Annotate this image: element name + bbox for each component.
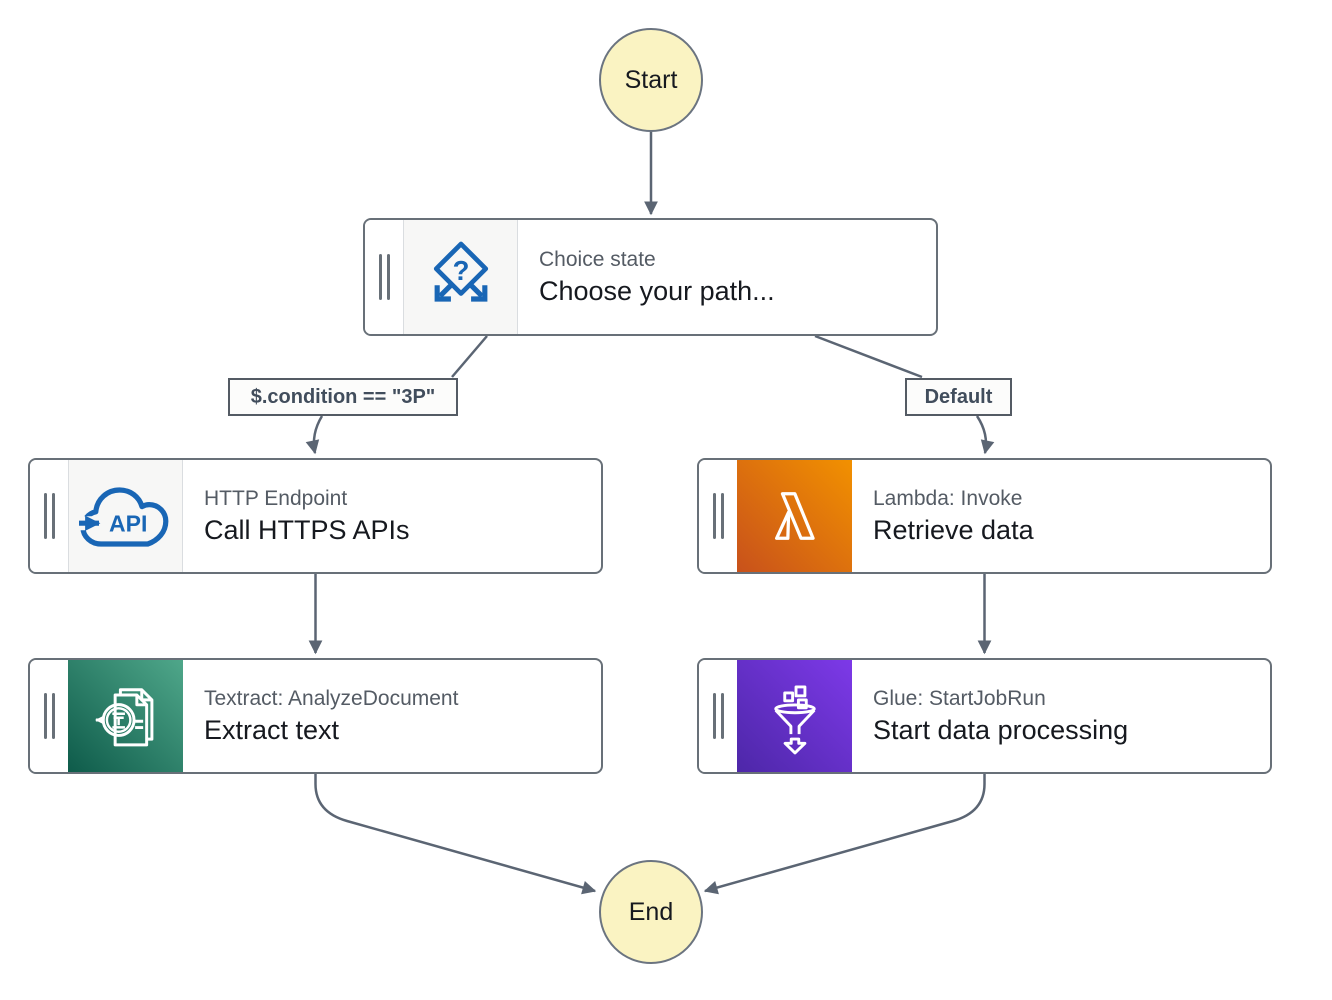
node-http-endpoint[interactable]: API HTTP Endpoint Call HTTPS APIs	[28, 458, 603, 574]
edge-default-to-lambda	[975, 415, 995, 455]
edge-glue-to-end	[703, 774, 986, 895]
edge-label-default[interactable]: Default	[905, 378, 1012, 416]
drag-handle[interactable]	[30, 460, 68, 572]
node-name: Start data processing	[873, 714, 1129, 745]
node-choice-state[interactable]: ? Choice state Choose your path...	[363, 218, 938, 336]
api-cloud-icon-text: API	[109, 511, 147, 537]
node-title: Textract: AnalyzeDocument	[204, 686, 459, 710]
choice-branch-icon: ?	[403, 220, 518, 334]
edge-choice-to-condition-label	[451, 335, 488, 378]
start-label: Start	[624, 65, 678, 94]
node-glue-start-job-run[interactable]: Glue: StartJobRun Start data processing	[697, 658, 1272, 774]
drag-handle[interactable]	[30, 660, 68, 772]
node-name: Call HTTPS APIs	[204, 514, 410, 545]
choice-question-glyph: ?	[452, 255, 469, 286]
edge-label-condition[interactable]: $.condition == "3P"	[228, 378, 458, 416]
node-name: Choose your path...	[539, 275, 775, 306]
node-title: Glue: StartJobRun	[873, 686, 1046, 710]
edge-label-default-text: Default	[924, 385, 993, 408]
node-textract-analyze-document[interactable]: Textract: AnalyzeDocument Extract text	[28, 658, 603, 774]
drag-handle[interactable]	[699, 460, 737, 572]
edge-condition-to-http	[305, 415, 324, 455]
edge-textract-to-end	[314, 774, 597, 895]
start-terminal: Start	[599, 28, 703, 132]
glue-funnel-icon	[737, 660, 852, 772]
lambda-icon	[737, 460, 852, 572]
drag-handle[interactable]	[365, 220, 403, 334]
end-terminal: End	[599, 860, 703, 964]
node-title: Lambda: Invoke	[873, 486, 1023, 510]
edge-label-condition-text: $.condition == "3P"	[250, 385, 436, 408]
drag-handle[interactable]	[699, 660, 737, 772]
end-label: End	[628, 897, 674, 926]
node-title: Choice state	[539, 247, 656, 271]
node-name: Retrieve data	[873, 514, 1034, 545]
textract-document-icon	[68, 660, 183, 772]
node-name: Extract text	[204, 714, 340, 745]
node-title: HTTP Endpoint	[204, 486, 348, 510]
node-lambda-invoke[interactable]: Lambda: Invoke Retrieve data	[697, 458, 1272, 574]
api-cloud-icon: API	[68, 460, 183, 572]
edge-choice-to-default-label	[814, 334, 923, 379]
